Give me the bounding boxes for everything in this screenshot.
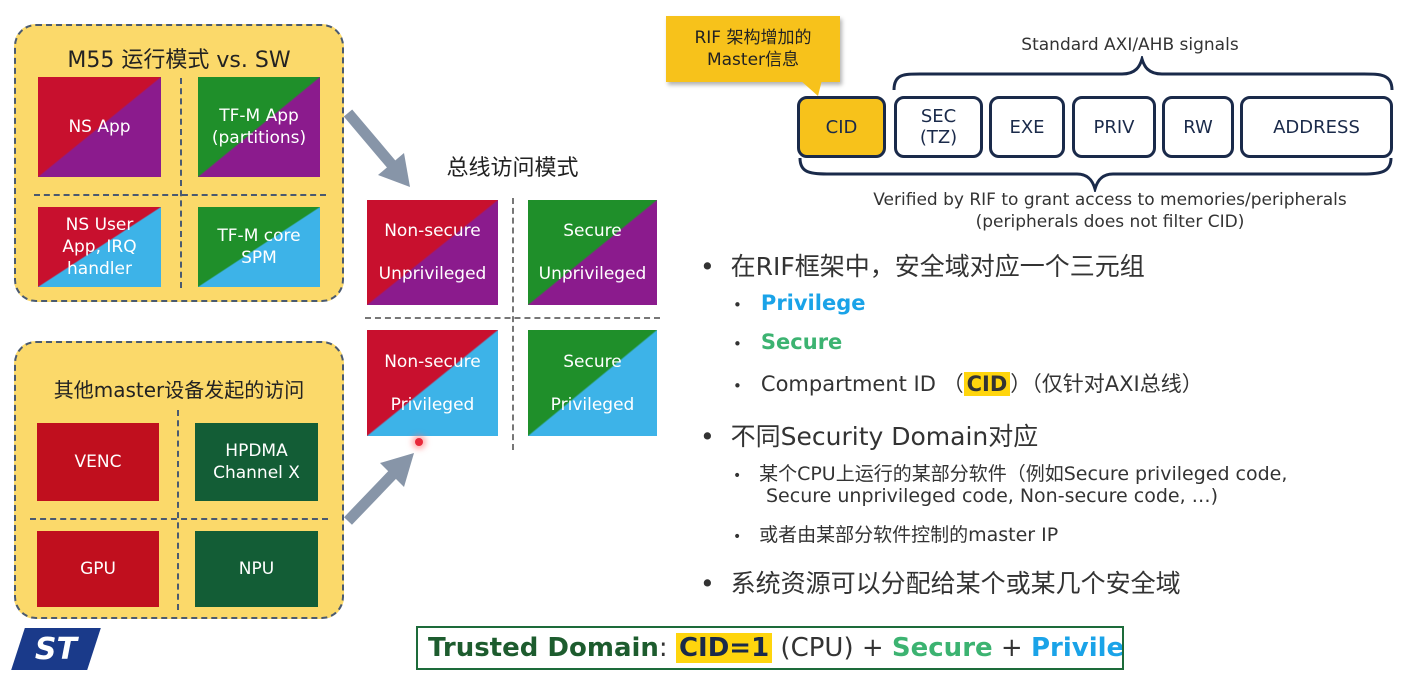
cid-highlight: CID bbox=[963, 372, 1011, 396]
npu-tile: NPU bbox=[195, 531, 318, 607]
signal-label: SEC bbox=[920, 106, 957, 127]
bullet-compartment: • Compartment ID （CID）（仅针对AXI总线） bbox=[733, 372, 1203, 396]
bus-modes-title: 总线访问模式 bbox=[446, 156, 579, 181]
trusted-privileged: Privileged bbox=[1030, 633, 1124, 663]
rif-callout: RIF 架构增加的 Master信息 bbox=[666, 16, 840, 82]
bullet-cpu-software: • 某个CPU上运行的某部分软件（例如Secure privileged cod… bbox=[733, 463, 1288, 485]
top-brace bbox=[892, 56, 1394, 91]
arrow-down-icon bbox=[343, 109, 410, 187]
tile-label: handler bbox=[67, 259, 132, 279]
bullet-text: Privilege bbox=[760, 291, 866, 315]
bullet-text: Compartment ID （ bbox=[760, 372, 964, 396]
tile-label: SPM bbox=[241, 248, 277, 268]
gpu-tile: GPU bbox=[37, 531, 159, 607]
bullet-text: Secure bbox=[760, 330, 843, 354]
trusted-label: Trusted Domain bbox=[428, 633, 659, 663]
trusted-cid: CID=1 bbox=[675, 633, 773, 663]
tile-label: Channel X bbox=[213, 463, 300, 483]
signal-label: ADDRESS bbox=[1273, 116, 1360, 138]
rw-signal-box: RW bbox=[1162, 96, 1234, 158]
tile-label: HPDMA bbox=[225, 441, 288, 461]
tile-label: Privileged bbox=[390, 394, 475, 415]
tile-label: GPU bbox=[80, 559, 116, 579]
verified-label: Verified by RIF to grant access to memor… bbox=[873, 190, 1347, 210]
trusted-secure: Secure bbox=[891, 633, 993, 663]
trusted-cpu: (CPU) + bbox=[772, 633, 892, 663]
arrow-up-icon bbox=[344, 453, 414, 525]
divider bbox=[180, 78, 182, 288]
tile-label: (partitions) bbox=[211, 128, 307, 148]
tile-label: Unprivileged bbox=[378, 263, 487, 284]
bullet-cpu-software-cont: Secure unprivileged code, Non-secure cod… bbox=[766, 485, 1218, 507]
tile-label: VENC bbox=[74, 452, 122, 472]
tile-label: NS User bbox=[65, 215, 134, 235]
callout-line: Master信息 bbox=[706, 50, 800, 70]
tile-label: Privileged bbox=[550, 394, 635, 415]
bullet-privilege: • Privilege bbox=[733, 291, 866, 315]
divider bbox=[512, 198, 514, 450]
signal-label: PRIV bbox=[1093, 116, 1135, 138]
signal-label: EXE bbox=[1009, 116, 1045, 138]
st-logo: ST bbox=[11, 628, 101, 670]
tile-label: Secure bbox=[563, 221, 622, 242]
trusted-colon: : bbox=[658, 633, 668, 663]
trusted-plus: + bbox=[992, 633, 1031, 663]
tile-label: NPU bbox=[238, 559, 275, 579]
tile-label: Secure bbox=[563, 351, 622, 372]
bullet-text: 或者由某部分软件控制的master IP bbox=[759, 524, 1059, 546]
s-priv-tile: Secure Privileged bbox=[528, 330, 657, 436]
callout-pointer bbox=[800, 80, 822, 96]
tile-label: TF-M core bbox=[217, 226, 301, 246]
master-panel-title: 其他master设备发起的访问 bbox=[53, 378, 305, 402]
tfm-app-tile: TF-M App (partitions) bbox=[198, 77, 320, 177]
bottom-brace bbox=[798, 157, 1393, 192]
tile-label: NS App bbox=[68, 117, 131, 137]
pointer-dot-icon bbox=[415, 438, 423, 446]
bullet-text: ）（仅针对AXI总线） bbox=[1010, 372, 1203, 396]
signal-label: CID bbox=[825, 116, 858, 138]
bullet-resources: • 系统资源可以分配给某个或某几个安全域 bbox=[700, 569, 1181, 598]
s-unpriv-tile: Secure Unprivileged bbox=[528, 200, 657, 305]
hpdma-tile: HPDMA Channel X bbox=[195, 423, 318, 501]
tfm-core-tile: TF-M core SPM bbox=[198, 207, 320, 287]
bullet-secure: • Secure bbox=[733, 330, 843, 354]
bullet-text: 不同Security Domain对应 bbox=[730, 422, 1039, 451]
divider bbox=[30, 518, 328, 520]
ns-unpriv-tile: Non-secure Unprivileged bbox=[367, 200, 498, 305]
tile-label: Non-secure bbox=[384, 221, 481, 242]
signal-label: (TZ) bbox=[919, 127, 958, 148]
verified-sub-label: (peripherals does not filter CID) bbox=[975, 212, 1245, 232]
trusted-domain-box: Trusted Domain: CID=1 (CPU) + Secure + P… bbox=[416, 626, 1124, 670]
bullet-text: 系统资源可以分配给某个或某几个安全域 bbox=[730, 569, 1181, 598]
cid-signal-box: CID bbox=[797, 96, 886, 158]
bullet-text: Secure unprivileged code, Non-secure cod… bbox=[766, 485, 1219, 507]
tile-label: Unprivileged bbox=[538, 263, 647, 284]
ns-user-app-tile: NS User App, IRQ handler bbox=[38, 207, 161, 287]
address-signal-box: ADDRESS bbox=[1240, 96, 1393, 158]
standard-signals-label: Standard AXI/AHB signals bbox=[1021, 35, 1239, 55]
tile-label: Non-secure bbox=[384, 351, 481, 372]
m55-panel-title: M55 运行模式 vs. SW bbox=[67, 48, 291, 73]
bullet-domains: • 不同Security Domain对应 bbox=[700, 422, 1039, 451]
sec-signal-box: SEC (TZ) bbox=[894, 96, 983, 158]
divider bbox=[177, 410, 179, 610]
bullet-master-ip: • 或者由某部分软件控制的master IP bbox=[733, 524, 1059, 546]
ns-priv-tile: Non-secure Privileged bbox=[367, 330, 498, 436]
bullet-triple: • 在RIF框架中，安全域对应一个三元组 bbox=[700, 252, 1145, 281]
bullet-text: 在RIF框架中，安全域对应一个三元组 bbox=[730, 252, 1145, 281]
callout-line: RIF 架构增加的 bbox=[694, 28, 812, 48]
tile-label: App, IRQ bbox=[62, 237, 137, 257]
logo-text: ST bbox=[34, 631, 78, 667]
signal-label: RW bbox=[1183, 116, 1213, 138]
bullet-text: 某个CPU上运行的某部分软件（例如Secure privileged code, bbox=[759, 463, 1288, 485]
divider bbox=[34, 194, 326, 196]
divider bbox=[365, 317, 660, 319]
exe-signal-box: EXE bbox=[989, 96, 1065, 158]
priv-signal-box: PRIV bbox=[1072, 96, 1156, 158]
venc-tile: VENC bbox=[37, 423, 159, 501]
ns-app-tile: NS App bbox=[38, 77, 161, 177]
tile-label: TF-M App bbox=[219, 106, 299, 126]
